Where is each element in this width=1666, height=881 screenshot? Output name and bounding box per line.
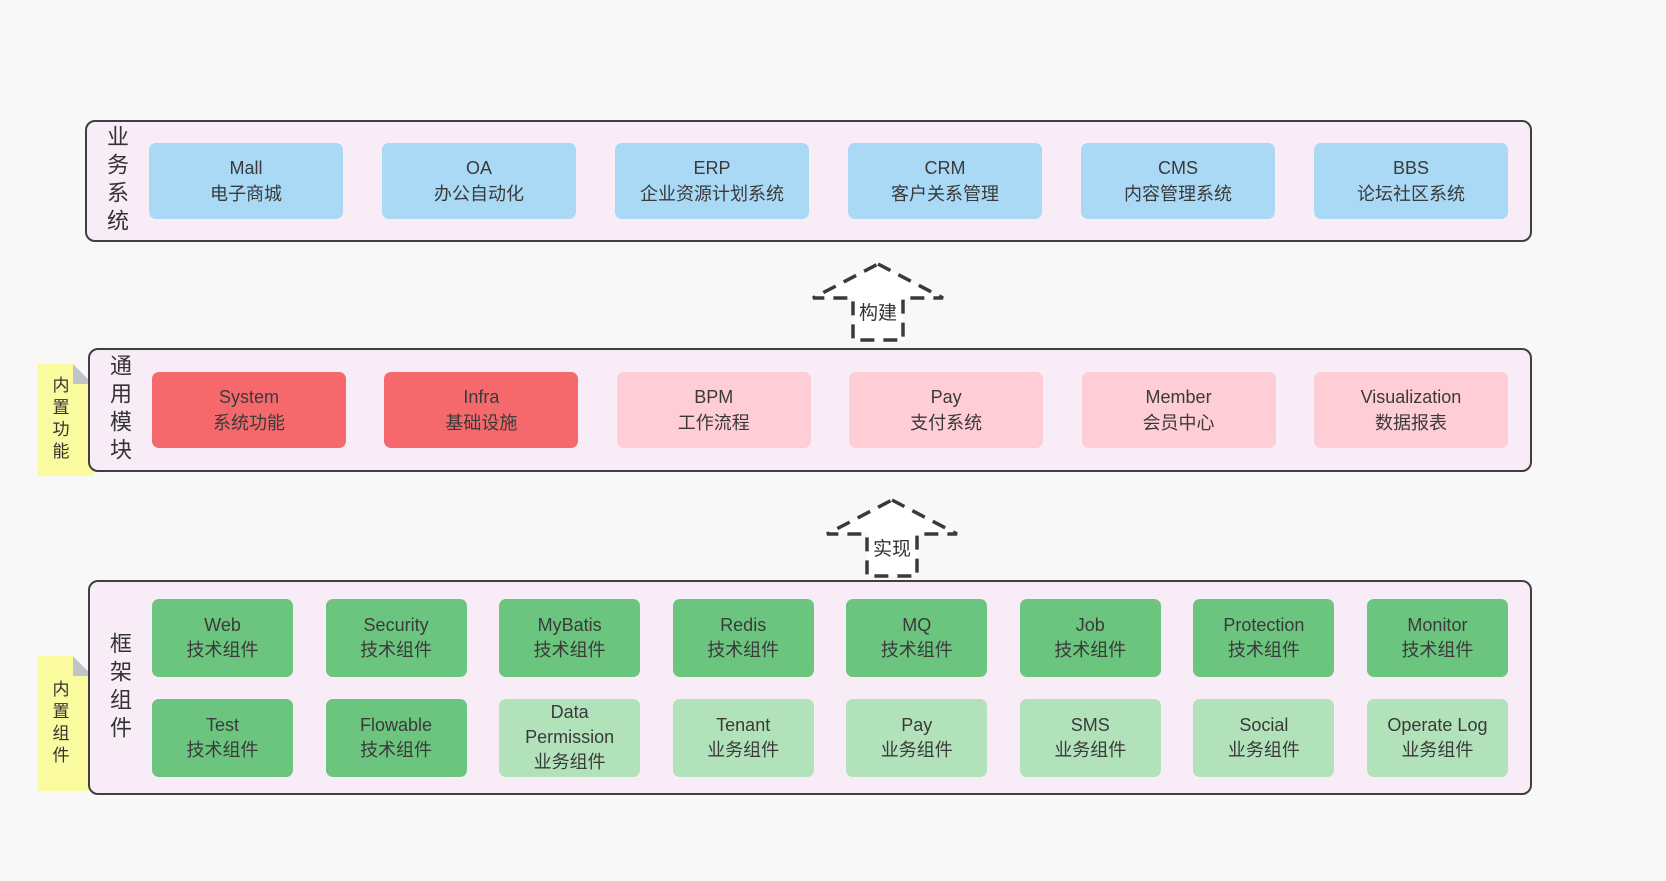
arrow-label: 构建 — [855, 297, 901, 326]
node-cms: CMS 内容管理系统 — [1081, 143, 1275, 219]
node-social: Social 业务组件 — [1193, 698, 1335, 777]
node-visualization: Visualization 数据报表 — [1313, 372, 1508, 448]
panel-business-systems: 业务系统 Mall 电子商城 OA 办公自动化 ERP 企业资源计划系统 CRM… — [85, 120, 1532, 242]
sticky-note-text: 内置组件 — [49, 679, 69, 768]
node-web: Web 技术组件 — [152, 598, 293, 677]
node-mybatis: MyBatis 技术组件 — [499, 598, 641, 677]
sticky-note-built-in-components: 内置组件 — [38, 656, 93, 791]
node-monitor: Monitor 技术组件 — [1366, 598, 1508, 677]
node-redis: Redis 技术组件 — [672, 598, 814, 677]
node-mq: MQ 技术组件 — [846, 598, 988, 677]
panel-label: 框架组件 — [107, 631, 132, 744]
node-security: Security 技术组件 — [325, 598, 467, 677]
panel-common-modules: 通用模块 System 系统功能 Infra 基础设施 BPM 工作流程 Pay… — [88, 348, 1532, 472]
node-system: System 系统功能 — [152, 372, 346, 448]
panel-label: 通用模块 — [107, 354, 132, 466]
panel-framework-components: 框架组件 Web 技术组件 Security 技术组件 MyBatis 技术组件 — [88, 580, 1532, 795]
sticky-note-built-in-features: 内置功能 — [38, 364, 93, 476]
node-mall: Mall 电子商城 — [149, 143, 343, 219]
node-sms: SMS 业务组件 — [1019, 698, 1161, 777]
panel-label: 业务系统 — [104, 125, 129, 237]
node-pay-component: Pay 业务组件 — [846, 698, 988, 777]
arrow-build: 构建 — [810, 261, 946, 343]
node-operate-log: Operate Log 业务组件 — [1366, 698, 1508, 777]
arrow-label: 实现 — [869, 533, 915, 562]
node-data-permission: Data Permission 业务组件 — [499, 698, 641, 777]
node-bpm: BPM 工作流程 — [616, 372, 811, 448]
components-row-2: Test 技术组件 Flowable 技术组件 Data Permission … — [152, 698, 1508, 777]
node-member: Member 会员中心 — [1081, 372, 1276, 448]
arrow-implement: 实现 — [824, 497, 960, 579]
node-oa: OA 办公自动化 — [382, 143, 576, 219]
node-protection: Protection 技术组件 — [1193, 598, 1335, 677]
node-infra: Infra 基础设施 — [384, 372, 579, 448]
node-erp: ERP 企业资源计划系统 — [615, 143, 809, 219]
sticky-note-text: 内置功能 — [49, 376, 69, 464]
node-pay-system: Pay 支付系统 — [849, 372, 1044, 448]
node-crm: CRM 客户关系管理 — [848, 143, 1042, 219]
components-row-1: Web 技术组件 Security 技术组件 MyBatis 技术组件 Redi… — [152, 598, 1508, 677]
node-flowable: Flowable 技术组件 — [325, 698, 467, 777]
node-job: Job 技术组件 — [1019, 598, 1161, 677]
node-tenant: Tenant 业务组件 — [672, 698, 814, 777]
node-bbs: BBS 论坛社区系统 — [1314, 143, 1508, 219]
node-test: Test 技术组件 — [152, 698, 293, 777]
